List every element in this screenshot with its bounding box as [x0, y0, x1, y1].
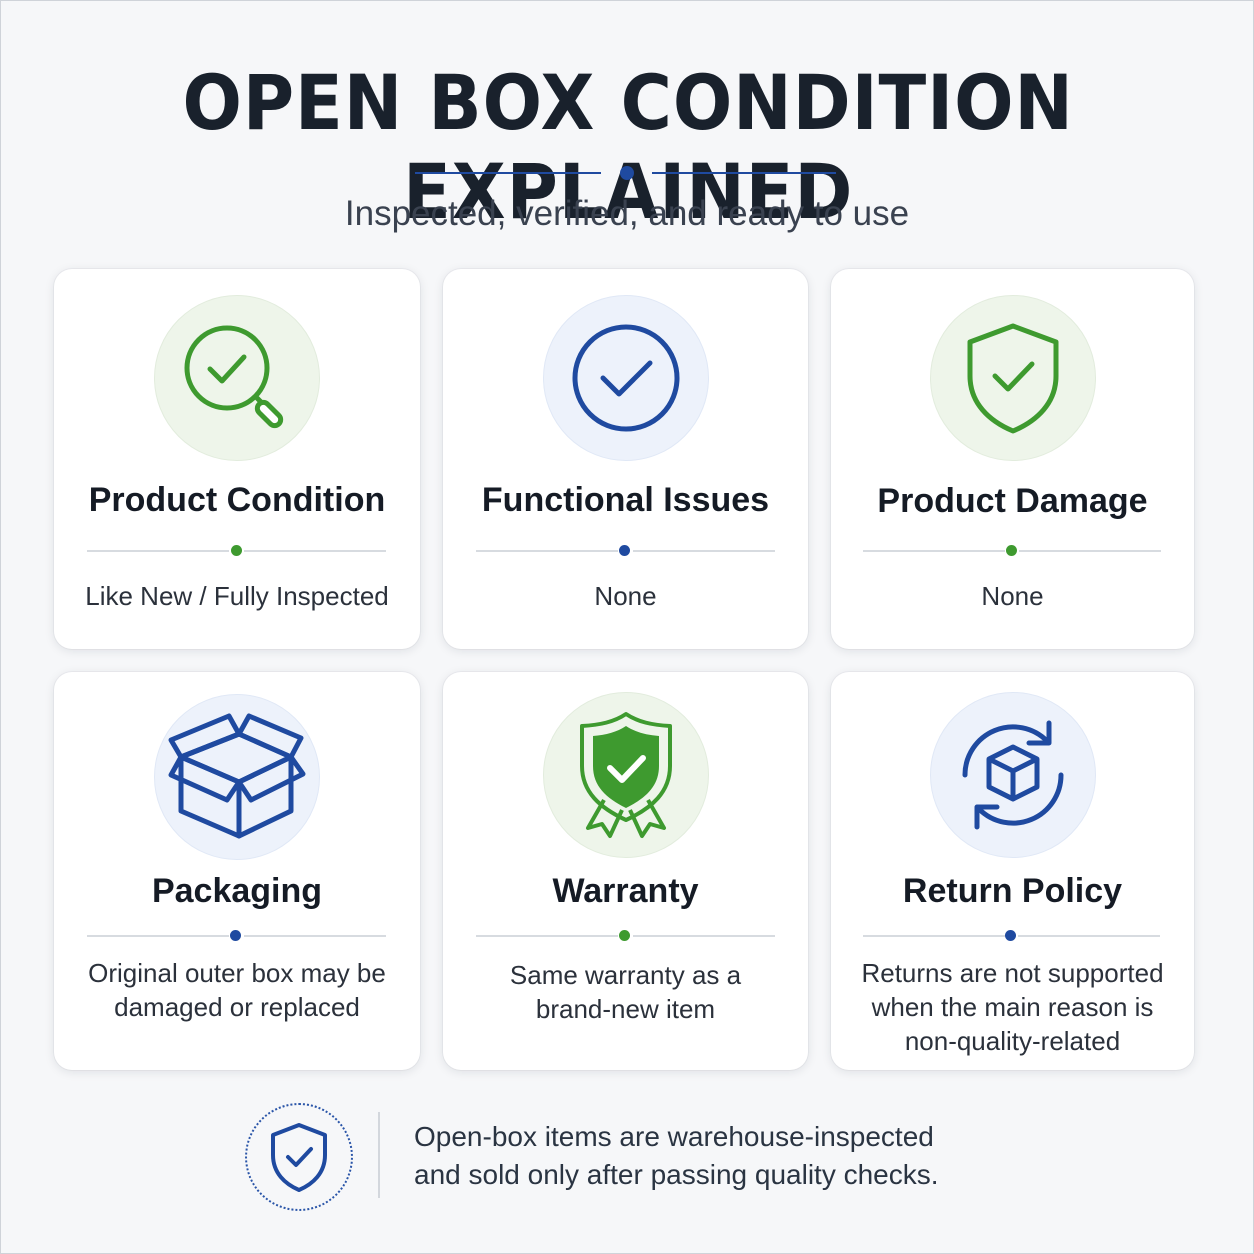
card-description: Same warranty as a brand-new item — [509, 960, 742, 1024]
card-divider-dot — [230, 930, 241, 941]
card-product-damage: Product Damage None — [831, 269, 1194, 649]
warranty-badge-icon — [579, 712, 672, 838]
card-product-condition: Product Condition Like New / Fully Inspe… — [54, 269, 420, 649]
card-divider-dot — [231, 545, 242, 556]
title-divider-dot — [620, 166, 634, 180]
card-divider — [476, 550, 618, 552]
card-icon-bg — [154, 295, 320, 461]
card-divider — [863, 935, 1005, 937]
card-icon-bg — [542, 692, 709, 858]
card-warranty: Warranty Same warranty as a brand-new it… — [443, 672, 808, 1070]
card-description: Original outer box may be damaged or rep… — [88, 958, 386, 1022]
card-description: None — [981, 581, 1044, 611]
card-icon-bg — [929, 692, 1096, 858]
return-cycle-icon — [961, 720, 1064, 830]
card-title: Product Damage — [877, 482, 1148, 520]
title-divider-right — [652, 172, 836, 174]
card-return-policy: Return Policy Returns are not supported … — [831, 672, 1194, 1070]
card-description: Returns are not supported when the main … — [861, 958, 1164, 1056]
card-title: Functional Issues — [481, 481, 770, 519]
footer-badge — [245, 1103, 353, 1211]
footer-note: Open-box items are warehouse-inspected a… — [414, 1121, 939, 1190]
page-title: OPEN BOX CONDITION EXPLAINED — [182, 58, 1074, 236]
card-title: Warranty — [552, 872, 699, 910]
title-divider-left — [415, 172, 601, 174]
card-functional-issues: Functional Issues None — [443, 269, 808, 649]
card-divider — [863, 550, 1005, 552]
circle-check-icon — [572, 324, 679, 432]
card-icon-bg — [154, 694, 320, 860]
card-title: Return Policy — [902, 872, 1123, 910]
page-subtitle: Inspected, verified, and ready to use — [344, 194, 910, 233]
card-divider-dot — [1005, 930, 1016, 941]
card-icon-bg — [929, 295, 1096, 461]
card-packaging: Packaging Original outer box may be dama… — [54, 672, 420, 1070]
card-divider-dot — [619, 545, 630, 556]
card-divider-dot — [619, 930, 630, 941]
card-divider — [244, 935, 386, 937]
magnifier-check-icon — [184, 325, 284, 429]
shield-check-icon — [271, 1123, 327, 1192]
card-title: Product Condition — [88, 481, 386, 519]
card-title: Packaging — [151, 872, 323, 910]
card-divider — [244, 550, 386, 552]
card-divider — [1019, 550, 1161, 552]
card-icon-bg — [542, 295, 709, 461]
card-divider — [633, 935, 775, 937]
card-divider — [87, 935, 229, 937]
card-divider — [1018, 935, 1160, 937]
card-divider — [633, 550, 775, 552]
card-divider — [87, 550, 229, 552]
open-box-icon — [168, 713, 306, 839]
card-divider — [476, 935, 618, 937]
card-description: None — [594, 581, 657, 611]
card-divider-dot — [1006, 545, 1017, 556]
shield-check-icon — [967, 323, 1058, 434]
footer-separator — [378, 1112, 380, 1198]
card-description: Like New / Fully Inspected — [85, 581, 389, 611]
